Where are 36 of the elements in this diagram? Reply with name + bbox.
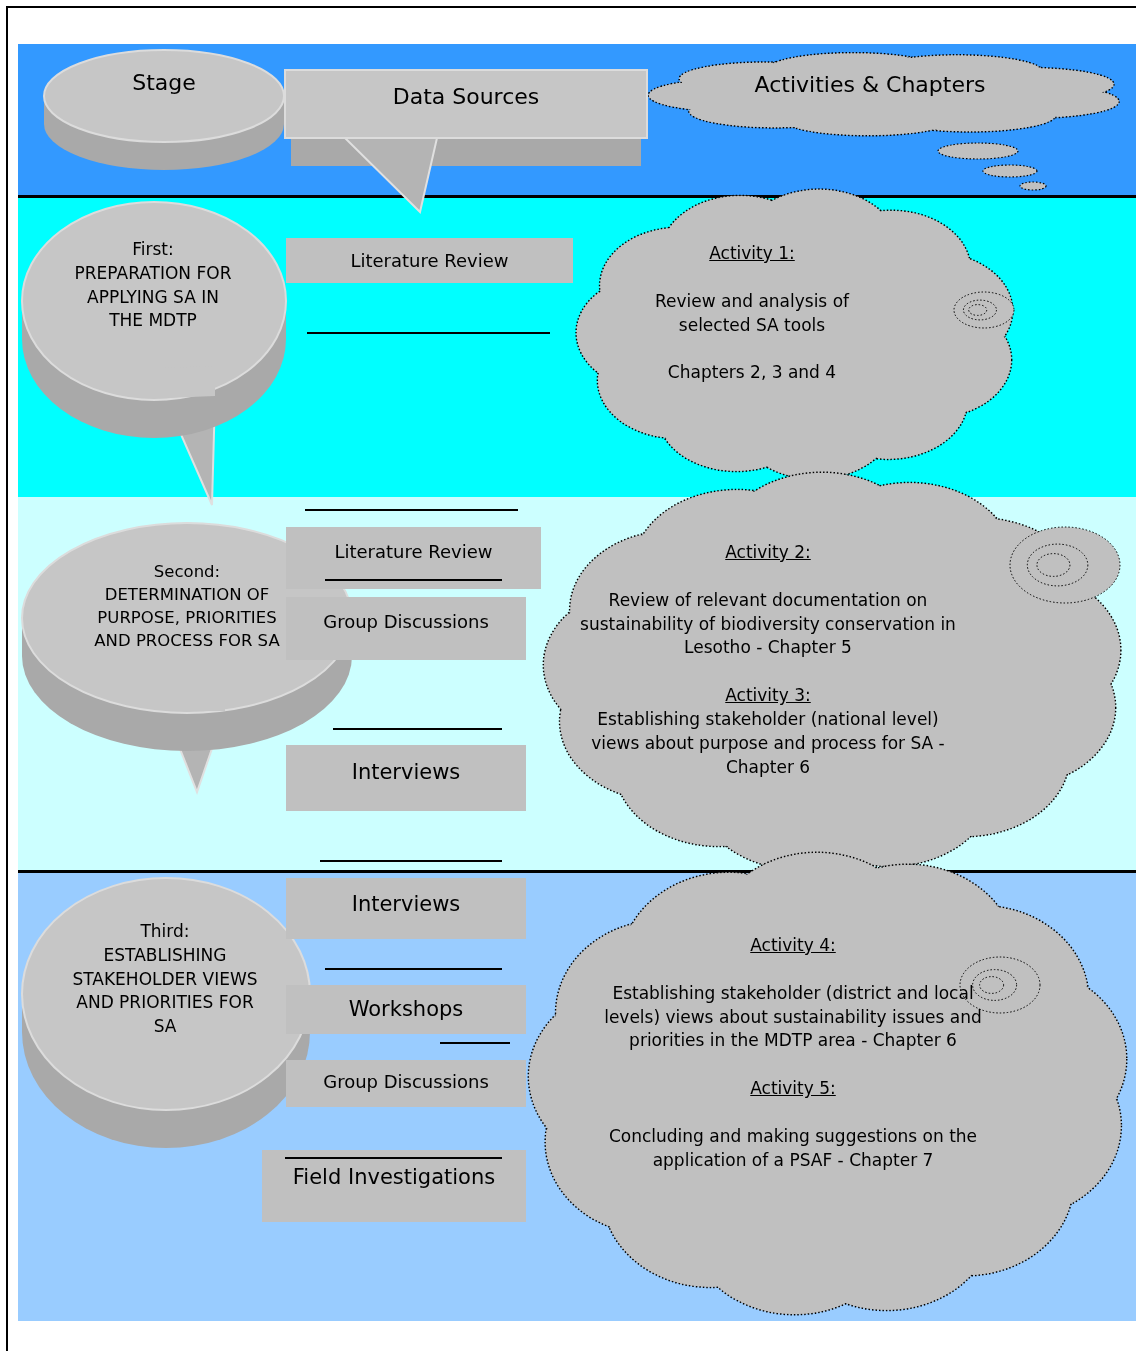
source-box xyxy=(286,985,526,1034)
label-text: Activities & Chapters xyxy=(754,71,986,99)
stage-heading: Stage xyxy=(132,69,196,97)
stage-heading: Second: xyxy=(153,561,221,583)
stage-heading: Third: xyxy=(140,920,190,943)
source-box xyxy=(262,1150,526,1222)
activity-heading: Activity 2: xyxy=(725,541,811,564)
activity-heading: Activity 5: xyxy=(750,1077,836,1101)
label-text: Literature Review xyxy=(350,249,509,273)
activity-heading: Activity 3: xyxy=(725,684,811,708)
label-text: Establishing stakeholder (national level) views about purpose and process for SA - Chapter 6 xyxy=(590,708,946,779)
label-text: Group Discussions xyxy=(323,1070,489,1094)
label-text: Establishing stakeholder (district and local levels) views about sustainability issues and priorities in the MDTP area - Chapter 6 xyxy=(603,981,983,1053)
source-box xyxy=(286,745,526,811)
activity-heading: Activity 1: xyxy=(709,242,795,265)
label-text: Literature Review xyxy=(334,540,493,564)
source-box xyxy=(286,597,526,660)
source-box xyxy=(286,878,526,939)
label-text: Chapters 2, 3 and 4 xyxy=(667,361,837,385)
label-text: Field Investigations xyxy=(292,1164,496,1191)
label-text: ESTABLISHING STAKEHOLDER VIEWS AND PRIORITIES FOR SA xyxy=(71,943,259,1039)
activity-heading: Activity 4: xyxy=(750,934,836,957)
label-text: DETERMINATION OF PURPOSE, PRIORITIES AND PROCESS FOR SA xyxy=(93,584,281,653)
label-text: Interviews xyxy=(351,759,461,786)
label-text: Group Discussions xyxy=(323,610,489,634)
label-text: Concluding and making suggestions on the application of a PSAF - Chapter 7 xyxy=(607,1125,979,1172)
source-box xyxy=(286,238,573,283)
label-text: Review of relevant documentation on sustainability of biodiversity conservation in Lesotho - Chapter 5 xyxy=(579,588,957,660)
source-box xyxy=(286,1060,526,1107)
label-text: Data Sources xyxy=(392,83,540,111)
source-box xyxy=(286,527,541,589)
label-text: Review and analysis of selected SA tools xyxy=(653,289,851,337)
label-text: PREPARATION FOR APPLYING SA IN THE MDTP xyxy=(73,261,233,333)
stage-heading: First: xyxy=(132,238,174,261)
label-text: Interviews xyxy=(351,891,461,918)
label-text: Workshops xyxy=(348,996,464,1023)
